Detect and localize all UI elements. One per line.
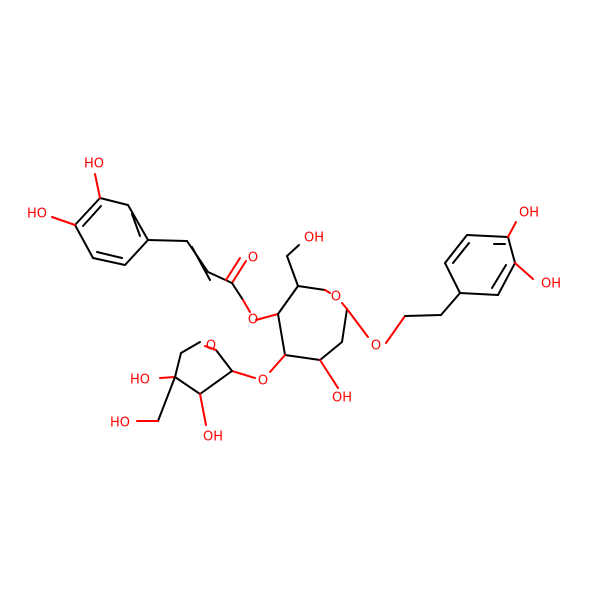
- propenoate-chain: [147, 239, 251, 313]
- caffeoyl-c4-oh-bond: [51, 216, 76, 226]
- ring-o-label: O: [331, 290, 341, 305]
- ester-link-o-label: O: [248, 313, 258, 328]
- apiose-oh-label: OH: [203, 430, 223, 445]
- apiose-ring: [136, 341, 256, 426]
- apiose-ring-o-label: O: [206, 339, 216, 354]
- phenyl-oh-right-label: OH: [541, 277, 561, 292]
- caffeoyl-oh-left-label: HO: [27, 207, 47, 222]
- ring-oh-label: OH: [332, 391, 352, 406]
- ch2oh-label: OH: [304, 231, 324, 246]
- phenylethyl-chain: [385, 292, 461, 344]
- phenyl-oh-top-label: OH: [519, 206, 539, 221]
- caffeoyl-ring: [74, 197, 149, 266]
- caffeoyl-oh-top-label: HO: [84, 157, 104, 172]
- apiose-quat-oh-label: HO: [130, 373, 150, 388]
- phenyl-ring: [444, 221, 534, 296]
- apiose-link-o-label: O: [258, 374, 268, 389]
- glycoside-o-label: O: [371, 339, 381, 354]
- glucose-ring: [255, 244, 369, 389]
- apiose-ch2oh-label: HO: [110, 416, 130, 431]
- caffeoyl-c3-oh-bond: [94, 173, 101, 199]
- ester-carbonyl-o-label: O: [248, 251, 258, 266]
